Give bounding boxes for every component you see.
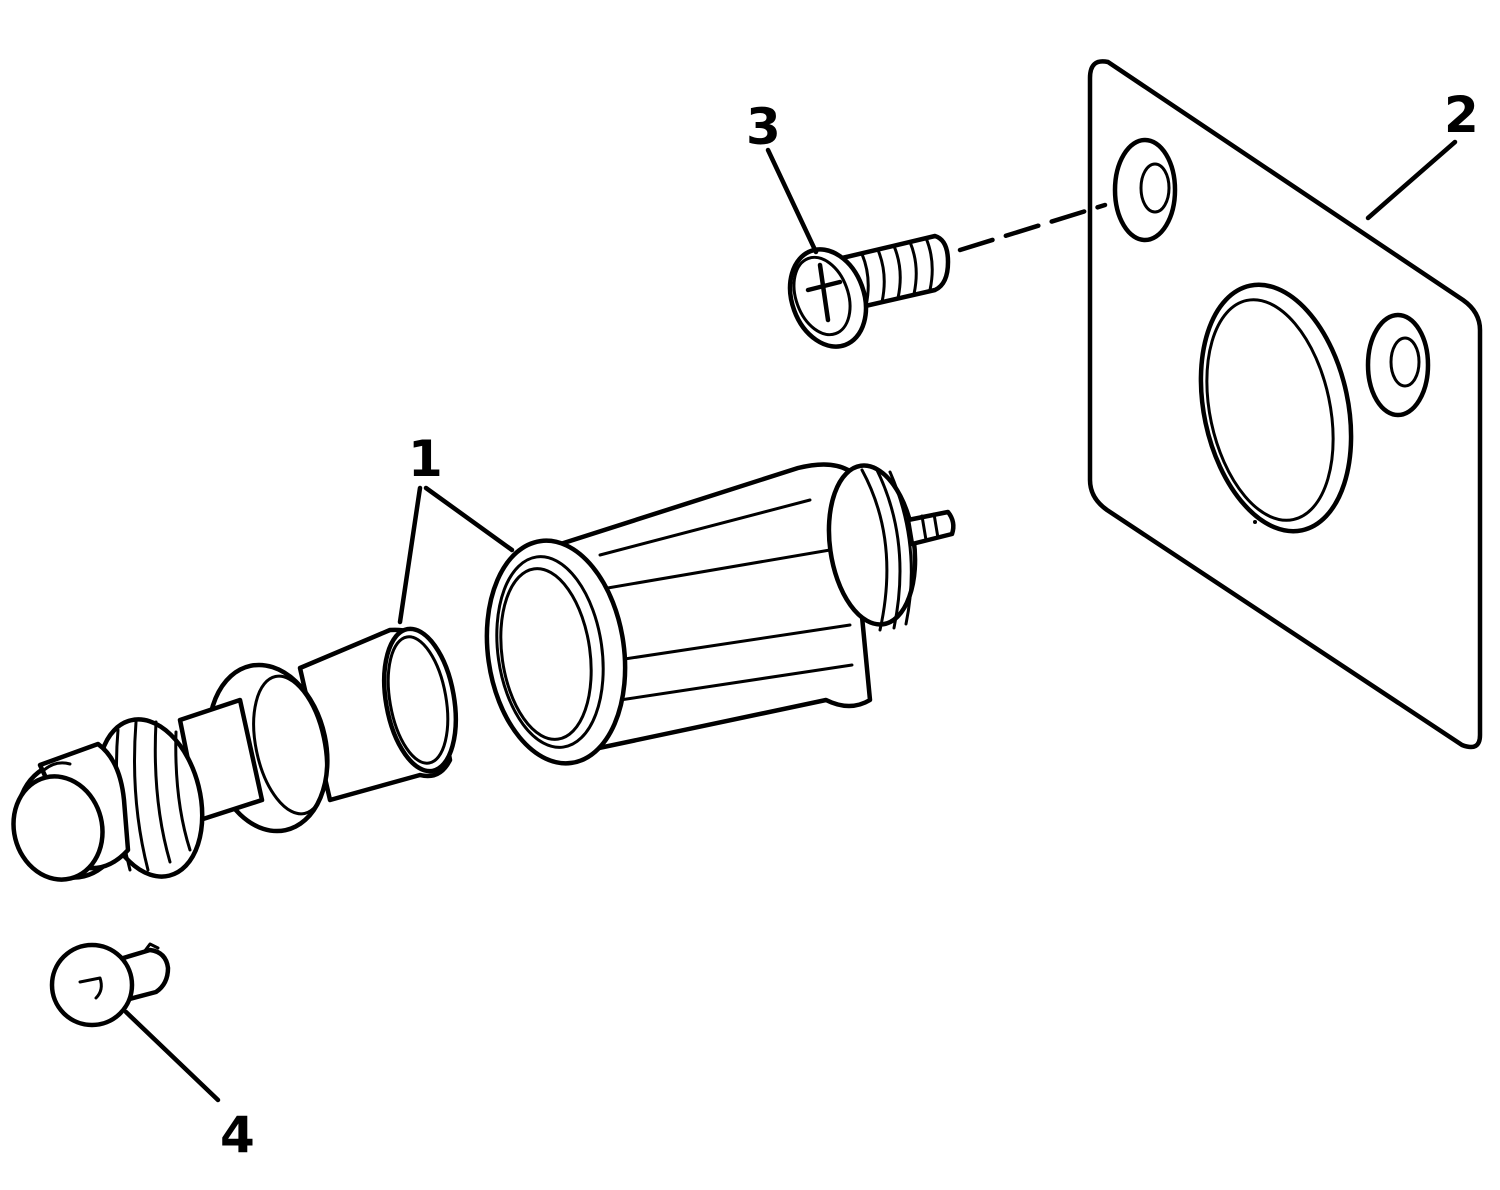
lighter-plug	[11, 626, 458, 882]
callout-3: 3	[746, 98, 781, 156]
callout-1: 1	[408, 430, 443, 488]
callout-4: 4	[220, 1106, 255, 1164]
leader-lines	[123, 139, 1458, 1103]
screw	[787, 202, 1108, 349]
callout-2: 2	[1444, 86, 1479, 144]
mounting-plate	[1087, 59, 1483, 750]
bulb	[49, 942, 171, 1028]
receptacle-socket	[484, 462, 956, 766]
